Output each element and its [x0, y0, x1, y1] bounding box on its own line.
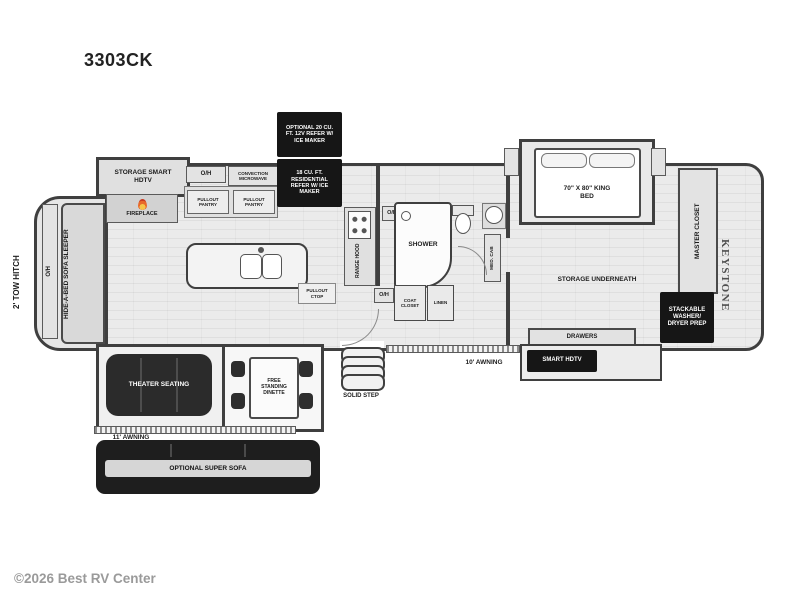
sofa-divider-left: [170, 444, 172, 457]
wall-bath-bedroom-top: [506, 166, 510, 238]
fireplace-flame-icon: [137, 199, 147, 211]
coat-closet: COAT CLOSET: [394, 285, 426, 321]
washer-dryer-prep-box: STACKABLE WASHER/ DRYER PREP: [660, 292, 714, 343]
kitchen-overhead-cabinet: O/H: [186, 166, 226, 183]
med-cab-label: MED. CAB: [489, 246, 495, 270]
storage-hdtv-label: STORAGE SMART HDTV: [114, 169, 172, 184]
nightstand-left: [504, 148, 519, 176]
theater-seats: THEATER SEATING: [106, 354, 212, 416]
pillow-left: [541, 153, 587, 168]
residential-refer-label: 18 CU. FT. RESIDENTIAL REFER W/ ICE MAKE…: [290, 170, 329, 196]
kitchen-sink-bowl-right: [262, 254, 282, 279]
front-cap: O/H HIDE-A-BED SOFA SLEEPER: [34, 196, 108, 351]
bath-sink: [485, 206, 503, 224]
super-sofa-label: OPTIONAL SUPER SOFA: [169, 464, 247, 472]
sink-faucet-icon: [258, 247, 264, 253]
tv-slideout: SMART HDTV: [520, 344, 662, 381]
medicine-cabinet: MED. CAB: [484, 234, 501, 282]
awning-10-label: 10' AWNING: [465, 359, 503, 366]
kitchen-oh-label: O/H: [200, 170, 212, 177]
kitchen-sink-bowl-left: [240, 254, 262, 279]
tow-hitch-label: 2' TOW HITCH: [12, 255, 21, 309]
range-burners-icon: [348, 211, 371, 239]
pullout-pantry-left-label: PULLOUT PANTRY: [197, 196, 219, 207]
theater-seat-divider-right: [176, 358, 178, 412]
shower-head-icon: [401, 211, 411, 221]
king-bed-label: 70" X 80" KING BED: [563, 185, 611, 200]
dinette-chair-2: [231, 393, 245, 409]
sofa-divider-right: [244, 444, 246, 457]
theater-seat-divider-left: [140, 358, 142, 412]
convection-microwave: CONVECTION MICROWAVE: [228, 166, 278, 186]
shower-label: SHOWER: [408, 241, 438, 249]
keystone-logo: KEYSTONE: [717, 232, 733, 318]
pullout-pantry-right: PULLOUT PANTRY: [233, 190, 275, 214]
theater-seating-label: THEATER SEATING: [128, 381, 190, 389]
entry-door-opening: [340, 341, 384, 348]
coat-closet-label: COAT CLOSET: [400, 297, 420, 308]
pullout-pantry-left: PULLOUT PANTRY: [187, 190, 229, 214]
toilet-bowl: [455, 213, 471, 234]
dinette-chair-3: [299, 361, 313, 377]
front-overhead-cabinet: O/H: [42, 204, 58, 339]
super-sofa-seat-band: OPTIONAL SUPER SOFA: [105, 460, 311, 477]
residential-refer-box: 18 CU. FT. RESIDENTIAL REFER W/ ICE MAKE…: [277, 159, 342, 207]
linen-closet: LINEN: [427, 285, 454, 321]
washer-dryer-label: STACKABLE WASHER/ DRYER PREP: [667, 306, 707, 328]
bath-overhead-bottom: O/H: [374, 288, 394, 303]
awning-10-strip: [386, 345, 520, 353]
fireplace-label: FIREPLACE: [126, 211, 158, 218]
smart-hdtv-label: SMART HDTV: [542, 357, 582, 364]
shower-stall: SHOWER: [394, 202, 452, 288]
kitchen-island: [186, 243, 308, 289]
model-number: 3303CK: [84, 50, 154, 70]
pullout-pantry-right-label: PULLOUT PANTRY: [243, 196, 265, 207]
hide-a-bed-label: HIDE-A-BED SOFA SLEEPER: [63, 228, 70, 319]
hide-a-bed-sofa: HIDE-A-BED SOFA SLEEPER: [61, 203, 105, 344]
bath-oh-bottom-label: O/H: [379, 292, 389, 299]
dinette-chair-4: [299, 393, 313, 409]
theater-slideout: THEATER SEATING: [96, 344, 226, 432]
solid-step: SOLID STEP: [334, 347, 388, 409]
king-bed: 70" X 80" KING BED: [534, 148, 641, 218]
linen-label: LINEN: [433, 300, 448, 306]
optional-refer-label: OPTIONAL 20 CU. FT. 12V REFER W/ ICE MAK…: [285, 124, 334, 144]
optional-refer-box: OPTIONAL 20 CU. FT. 12V REFER W/ ICE MAK…: [277, 112, 342, 157]
awning-11-label: 11' AWNING: [112, 434, 150, 441]
drawers-label: DRAWERS: [566, 334, 598, 341]
dinette-table: FREE STANDING DINETTE: [249, 357, 299, 419]
awning-11-strip: [94, 426, 296, 434]
dinette-slideout: FREE STANDING DINETTE: [222, 344, 324, 432]
range-hood-cabinet: RANGE HOOD: [344, 207, 376, 286]
range-hood-label: RANGE HOOD: [354, 243, 361, 279]
wall-kitchen-bath: [376, 166, 380, 286]
step-4: [341, 374, 385, 391]
slideout-storage-hdtv: STORAGE SMART HDTV: [96, 157, 190, 197]
pullout-ctop-label: PULLOUT CTOP: [306, 288, 328, 299]
dinette-chair-1: [231, 361, 245, 377]
smart-hdtv-box: SMART HDTV: [527, 350, 597, 372]
fireplace-unit: FIREPLACE: [106, 194, 178, 223]
keystone-logo-text: KEYSTONE: [719, 238, 731, 312]
bed-slideout: 70" X 80" KING BED: [519, 139, 655, 225]
nightstand-right: [651, 148, 666, 176]
convection-microwave-label: CONVECTION MICROWAVE: [237, 170, 268, 181]
super-sofa: OPTIONAL SUPER SOFA: [96, 440, 320, 494]
wall-bath-bedroom-bottom: [506, 272, 510, 345]
storage-underneath-label: STORAGE UNDERNEATH: [557, 276, 637, 283]
pullout-countertop: PULLOUT CTOP: [298, 283, 336, 304]
front-oh-label: O/H: [46, 266, 53, 277]
copyright: ©2026 Best RV Center: [14, 571, 156, 586]
master-closet-label: MASTER CLOSET: [694, 203, 702, 259]
bath-oh-top-label: O/H: [387, 210, 397, 217]
dinette-label: FREE STANDING DINETTE: [261, 378, 287, 396]
master-closet: MASTER CLOSET: [678, 168, 718, 294]
pillow-right: [589, 153, 635, 168]
solid-step-label: SOLID STEP: [343, 393, 379, 399]
